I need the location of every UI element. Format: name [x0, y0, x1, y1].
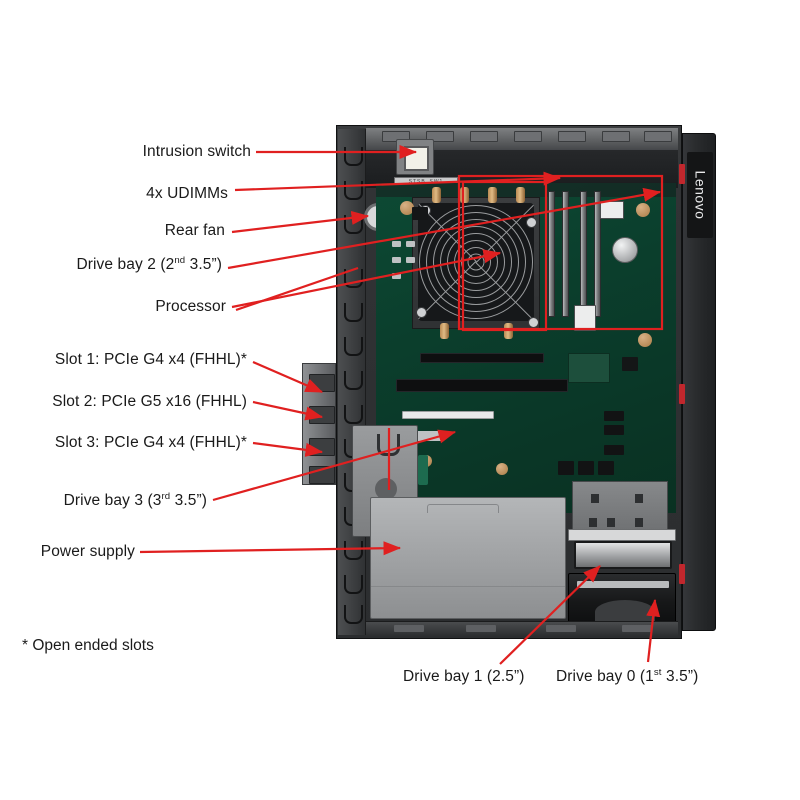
- heatpipe-6: [504, 323, 513, 339]
- rear-fan-grille: [418, 203, 534, 321]
- lenovo-logo: Lenovo: [687, 152, 713, 238]
- slot-1-cover: [309, 374, 335, 392]
- chassis-floor: [366, 621, 678, 636]
- drive-bay-1-25in: [574, 541, 672, 569]
- chassis-top-lid: [366, 128, 678, 151]
- dimm-slot-2: [562, 191, 569, 317]
- callout-label-rear-fan: Rear fan: [164, 222, 225, 239]
- heatpipe-5: [440, 323, 449, 339]
- release-tab-bottom: [679, 564, 685, 584]
- slot-3-cover: [309, 438, 335, 456]
- chipset-heatsink: [568, 353, 610, 383]
- pcie-slot-bracket: [302, 363, 336, 485]
- drive-bay-1-tray: [568, 529, 676, 541]
- callout-label-slot-2: Slot 2: PCIe G5 x16 (FHHL): [52, 393, 247, 410]
- drive-bay-upper-frame: [572, 481, 668, 533]
- pcie-slot-top: [420, 353, 544, 363]
- chip-1: [412, 207, 428, 220]
- callout-label-drive-bay-3: Drive bay 3 (3rd 3.5”): [63, 490, 207, 509]
- power-supply-unit: [370, 497, 566, 619]
- sata-port-5: [578, 461, 594, 475]
- cap-2: [636, 203, 650, 217]
- chassis-side-panel: Lenovo: [679, 133, 716, 631]
- callout-label-slot-1: Slot 1: PCIe G4 x4 (FHHL)*: [54, 351, 247, 368]
- pcie-slot-x16: [396, 379, 568, 392]
- callout-label-drive-bay-2: Drive bay 2 (2nd 3.5”): [76, 254, 222, 273]
- pcie-slot-lower: [402, 411, 494, 419]
- sata-port-4: [558, 461, 574, 475]
- intrusion-switch-part: [396, 139, 434, 175]
- footnote-open-ended-slots: * Open ended slots: [22, 637, 154, 654]
- atx-power-connector-1: [600, 201, 624, 219]
- release-tab-mid: [679, 384, 685, 404]
- slot-2-cover: [309, 406, 335, 424]
- heatpipe-2: [460, 187, 469, 203]
- motherboard-shadow: [376, 183, 676, 197]
- callout-label-power-supply: Power supply: [40, 543, 135, 560]
- sata-port-1: [604, 411, 624, 421]
- heatpipe-3: [488, 187, 497, 203]
- callout-label-drive-bay-0: Drive bay 0 (1st 3.5”): [556, 666, 699, 685]
- heatsink-screw-bl: [416, 307, 427, 318]
- dimm-slot-1: [548, 191, 555, 317]
- heatpipe-1: [432, 187, 441, 203]
- chassis-vent-rail: [338, 129, 366, 635]
- release-tab-top: [679, 164, 685, 184]
- callout-label-udimms: 4x UDIMMs: [146, 185, 228, 202]
- atx-power-connector-2: [574, 305, 596, 331]
- callout-label-intrusion-switch: Intrusion switch: [142, 143, 251, 160]
- sata-port-2: [604, 425, 624, 435]
- server-chassis-illustration: Lenovo STSB_SW1: [302, 125, 716, 639]
- cap-3: [638, 333, 652, 347]
- lenovo-logo-text: Lenovo: [692, 170, 708, 220]
- drive-bay-0-35in: [568, 573, 676, 625]
- chip-2: [622, 357, 638, 371]
- cage-latch: [418, 455, 428, 485]
- dimm-slot-3: [580, 191, 587, 317]
- callout-label-drive-bay-1: Drive bay 1 (2.5”): [403, 668, 525, 685]
- heatsink-screw-br: [528, 317, 539, 328]
- slot-4-cover: [309, 466, 335, 484]
- heatsink-screw-tr: [526, 217, 537, 228]
- callout-label-slot-3: Slot 3: PCIe G4 x4 (FHHL)*: [54, 434, 247, 451]
- callout-label-processor: Processor: [155, 298, 226, 315]
- sata-port-6: [598, 461, 614, 475]
- sata-port-3: [604, 445, 624, 455]
- heatpipe-4: [516, 187, 525, 203]
- cmos-battery: [612, 237, 638, 263]
